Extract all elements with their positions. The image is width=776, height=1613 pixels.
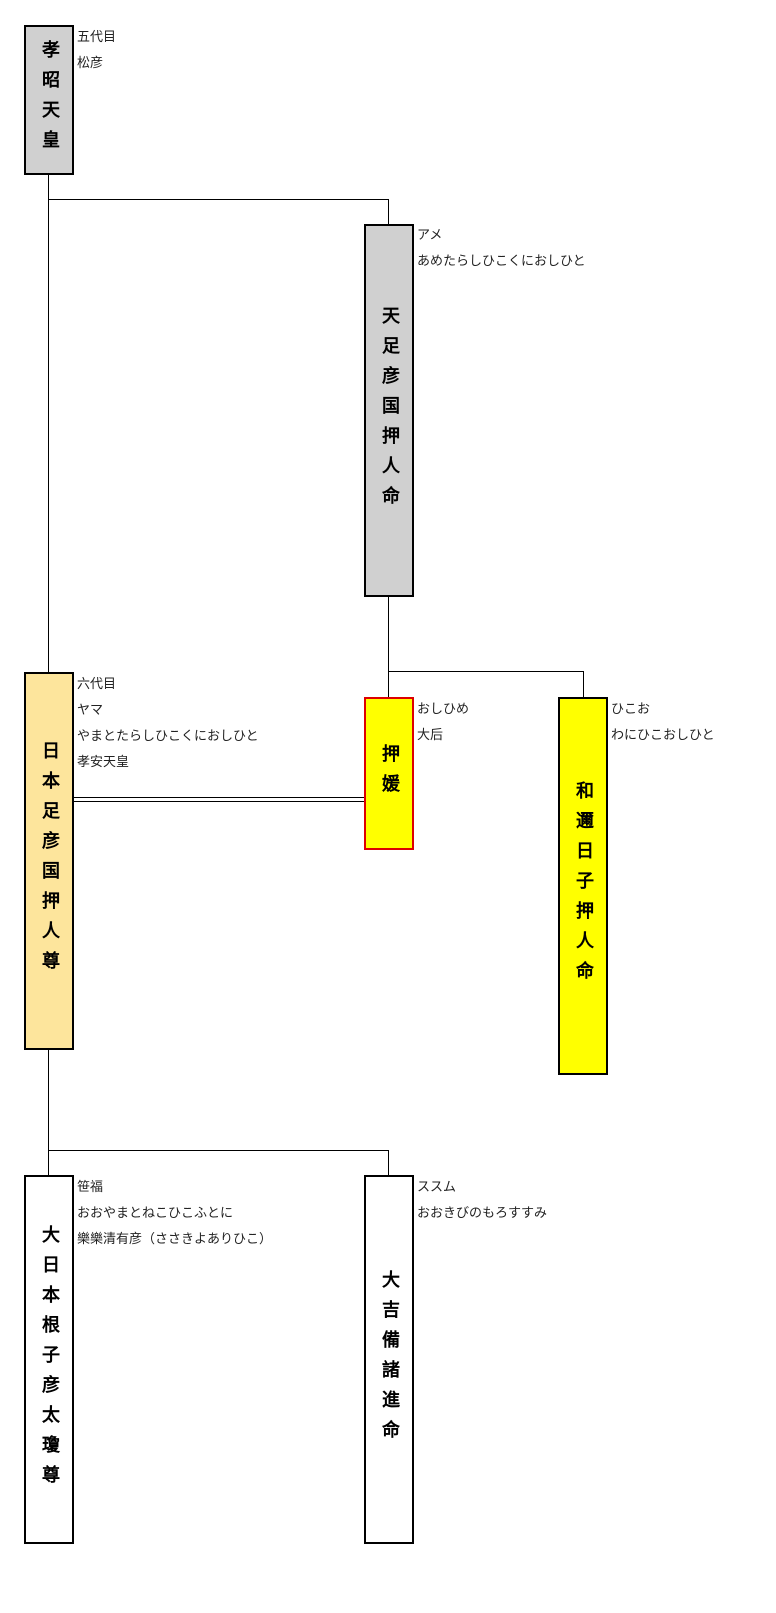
person-box-yamato-tarashi[interactable]: 日本足彦国押人尊 <box>24 672 74 1050</box>
person-notes: ススム おおきびのもろすすみ <box>417 1175 547 1227</box>
person-name: 大吉備諸進命 <box>379 1269 400 1450</box>
person-name: 日本足彦国押人尊 <box>39 741 60 981</box>
person-notes: アメ あめたらしひこくにおしひと <box>417 223 586 275</box>
person-name: 孝昭天皇 <box>39 40 60 160</box>
person-name: 和邇日子押人命 <box>573 781 594 991</box>
person-notes: 六代目 ヤマ やまとたらしひこくにおしひと 孝安天皇 <box>77 672 259 776</box>
person-name: 大日本根子彦太瓊尊 <box>39 1224 60 1495</box>
person-box-oyamato-neko[interactable]: 大日本根子彦太瓊尊 <box>24 1175 74 1544</box>
note-line: わにひこおしひと <box>611 728 715 743</box>
note-line: やまとたらしひこくにおしひと <box>77 729 259 744</box>
note-line: 五代目 <box>77 30 117 45</box>
connector-line <box>388 596 389 698</box>
person-name: 天足彦国押人命 <box>379 305 400 516</box>
person-box-oshihime[interactable]: 押媛 <box>364 697 414 850</box>
note-line: 松彦 <box>77 56 104 71</box>
note-line: 六代目 <box>77 677 117 692</box>
connector-line <box>583 671 584 698</box>
connector-line <box>48 1049 49 1176</box>
note-line: 笹福 <box>77 1180 104 1195</box>
marriage-double-line <box>73 797 364 802</box>
person-notes: 五代目 松彦 <box>77 25 116 77</box>
connector-line <box>388 199 389 225</box>
note-line: ヤマ <box>77 703 104 718</box>
note-line: アメ <box>417 228 443 243</box>
connector-line <box>388 1150 389 1176</box>
connector-line <box>48 175 49 673</box>
connector-line <box>48 199 389 200</box>
person-name: 押媛 <box>379 743 400 804</box>
note-line: おしひめ <box>417 702 470 717</box>
person-box-wanihiko[interactable]: 和邇日子押人命 <box>558 697 608 1075</box>
note-line: ひこお <box>611 702 651 717</box>
note-line: おおきびのもろすすみ <box>417 1206 548 1221</box>
note-line: おおやまとねこひこふとに <box>77 1206 234 1221</box>
person-box-kosho[interactable]: 孝昭天皇 <box>24 25 74 175</box>
connector-line <box>48 1150 389 1151</box>
person-notes: ひこお わにひこおしひと <box>611 697 715 749</box>
person-notes: おしひめ 大后 <box>417 697 469 749</box>
note-line: 樂樂清有彦（ささきよありひこ） <box>77 1232 273 1247</box>
person-notes: 笹福 おおやまとねこひこふとに 樂樂清有彦（ささきよありひこ） <box>77 1175 272 1253</box>
person-box-okibi[interactable]: 大吉備諸進命 <box>364 1175 414 1544</box>
note-line: 孝安天皇 <box>77 755 130 770</box>
person-box-amatarashi[interactable]: 天足彦国押人命 <box>364 224 414 597</box>
note-line: ススム <box>417 1180 457 1195</box>
note-line: あめたらしひこくにおしひと <box>417 254 586 269</box>
connector-line <box>388 671 584 672</box>
note-line: 大后 <box>417 728 444 743</box>
